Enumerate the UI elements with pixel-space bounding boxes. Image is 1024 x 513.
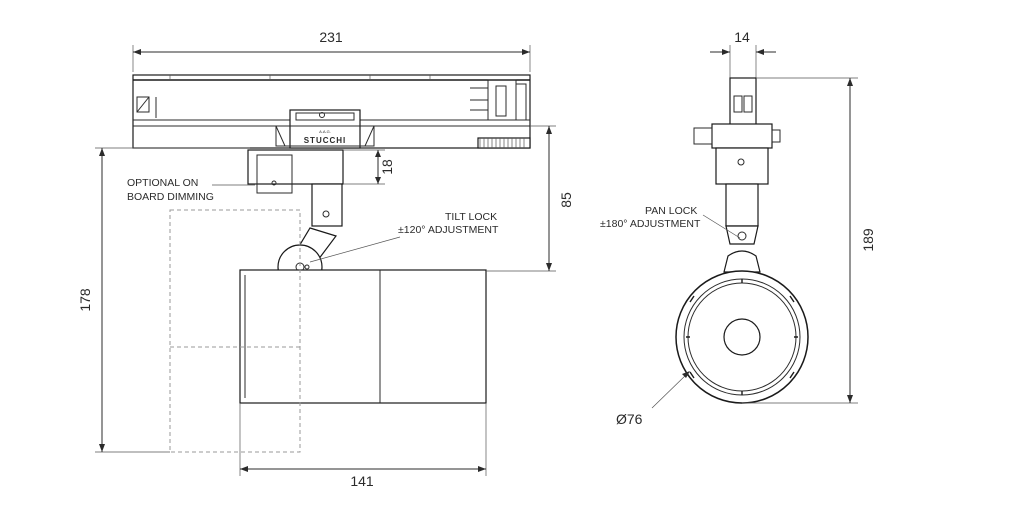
dimming-callout: OPTIONAL ON BOARD DIMMING (127, 177, 255, 203)
dimension-body-length: 141 (239, 403, 487, 489)
dimension-width: 231 (132, 29, 531, 72)
dimming-box: 18 (247, 149, 395, 194)
front-view: 14 PAN LOCK (600, 29, 876, 427)
diameter-callout: Ø76 (616, 371, 690, 427)
dimension-drop: 85 (486, 125, 574, 272)
dimming-label-line2: BOARD DIMMING (127, 191, 214, 203)
dimension-height-total-label: 178 (77, 288, 93, 312)
dimension-overall-height: 189 (742, 77, 876, 404)
tilt-label-line1: TILT LOCK (445, 211, 497, 223)
dimension-height-total: 178 (77, 147, 250, 453)
pan-callout: PAN LOCK ±180° ADJUSTMENT (600, 205, 741, 239)
dimension-track-width-label: 14 (734, 29, 750, 45)
dimension-overall-height-label: 189 (860, 228, 876, 252)
dimension-track-width: 14 (710, 29, 776, 78)
tilt-label-line2: ±120° ADJUSTMENT (398, 224, 499, 236)
dimension-width-label: 231 (319, 29, 343, 45)
front-stem (723, 183, 761, 273)
track-adapter: A.A.G. STUCCHI (132, 74, 531, 149)
dimming-label-line1: OPTIONAL ON (127, 177, 198, 189)
dimension-body-length-label: 141 (350, 473, 374, 489)
dimension-drop-label: 85 (558, 192, 574, 208)
brand-logo: STUCCHI (304, 136, 347, 145)
pan-label-line1: PAN LOCK (645, 205, 697, 217)
dimension-dimming-label: 18 (379, 159, 395, 175)
projector-body (239, 269, 487, 404)
tilted-position-outline (169, 209, 301, 453)
tilt-callout: TILT LOCK ±120° ADJUSTMENT (309, 211, 499, 263)
lens-head (675, 270, 809, 404)
brand-prefix: A.A.G. (319, 129, 331, 134)
diameter-label: Ø76 (616, 411, 643, 427)
side-view: 231 (77, 29, 574, 489)
front-adapter (693, 77, 781, 185)
pan-label-line2: ±180° ADJUSTMENT (600, 218, 701, 230)
